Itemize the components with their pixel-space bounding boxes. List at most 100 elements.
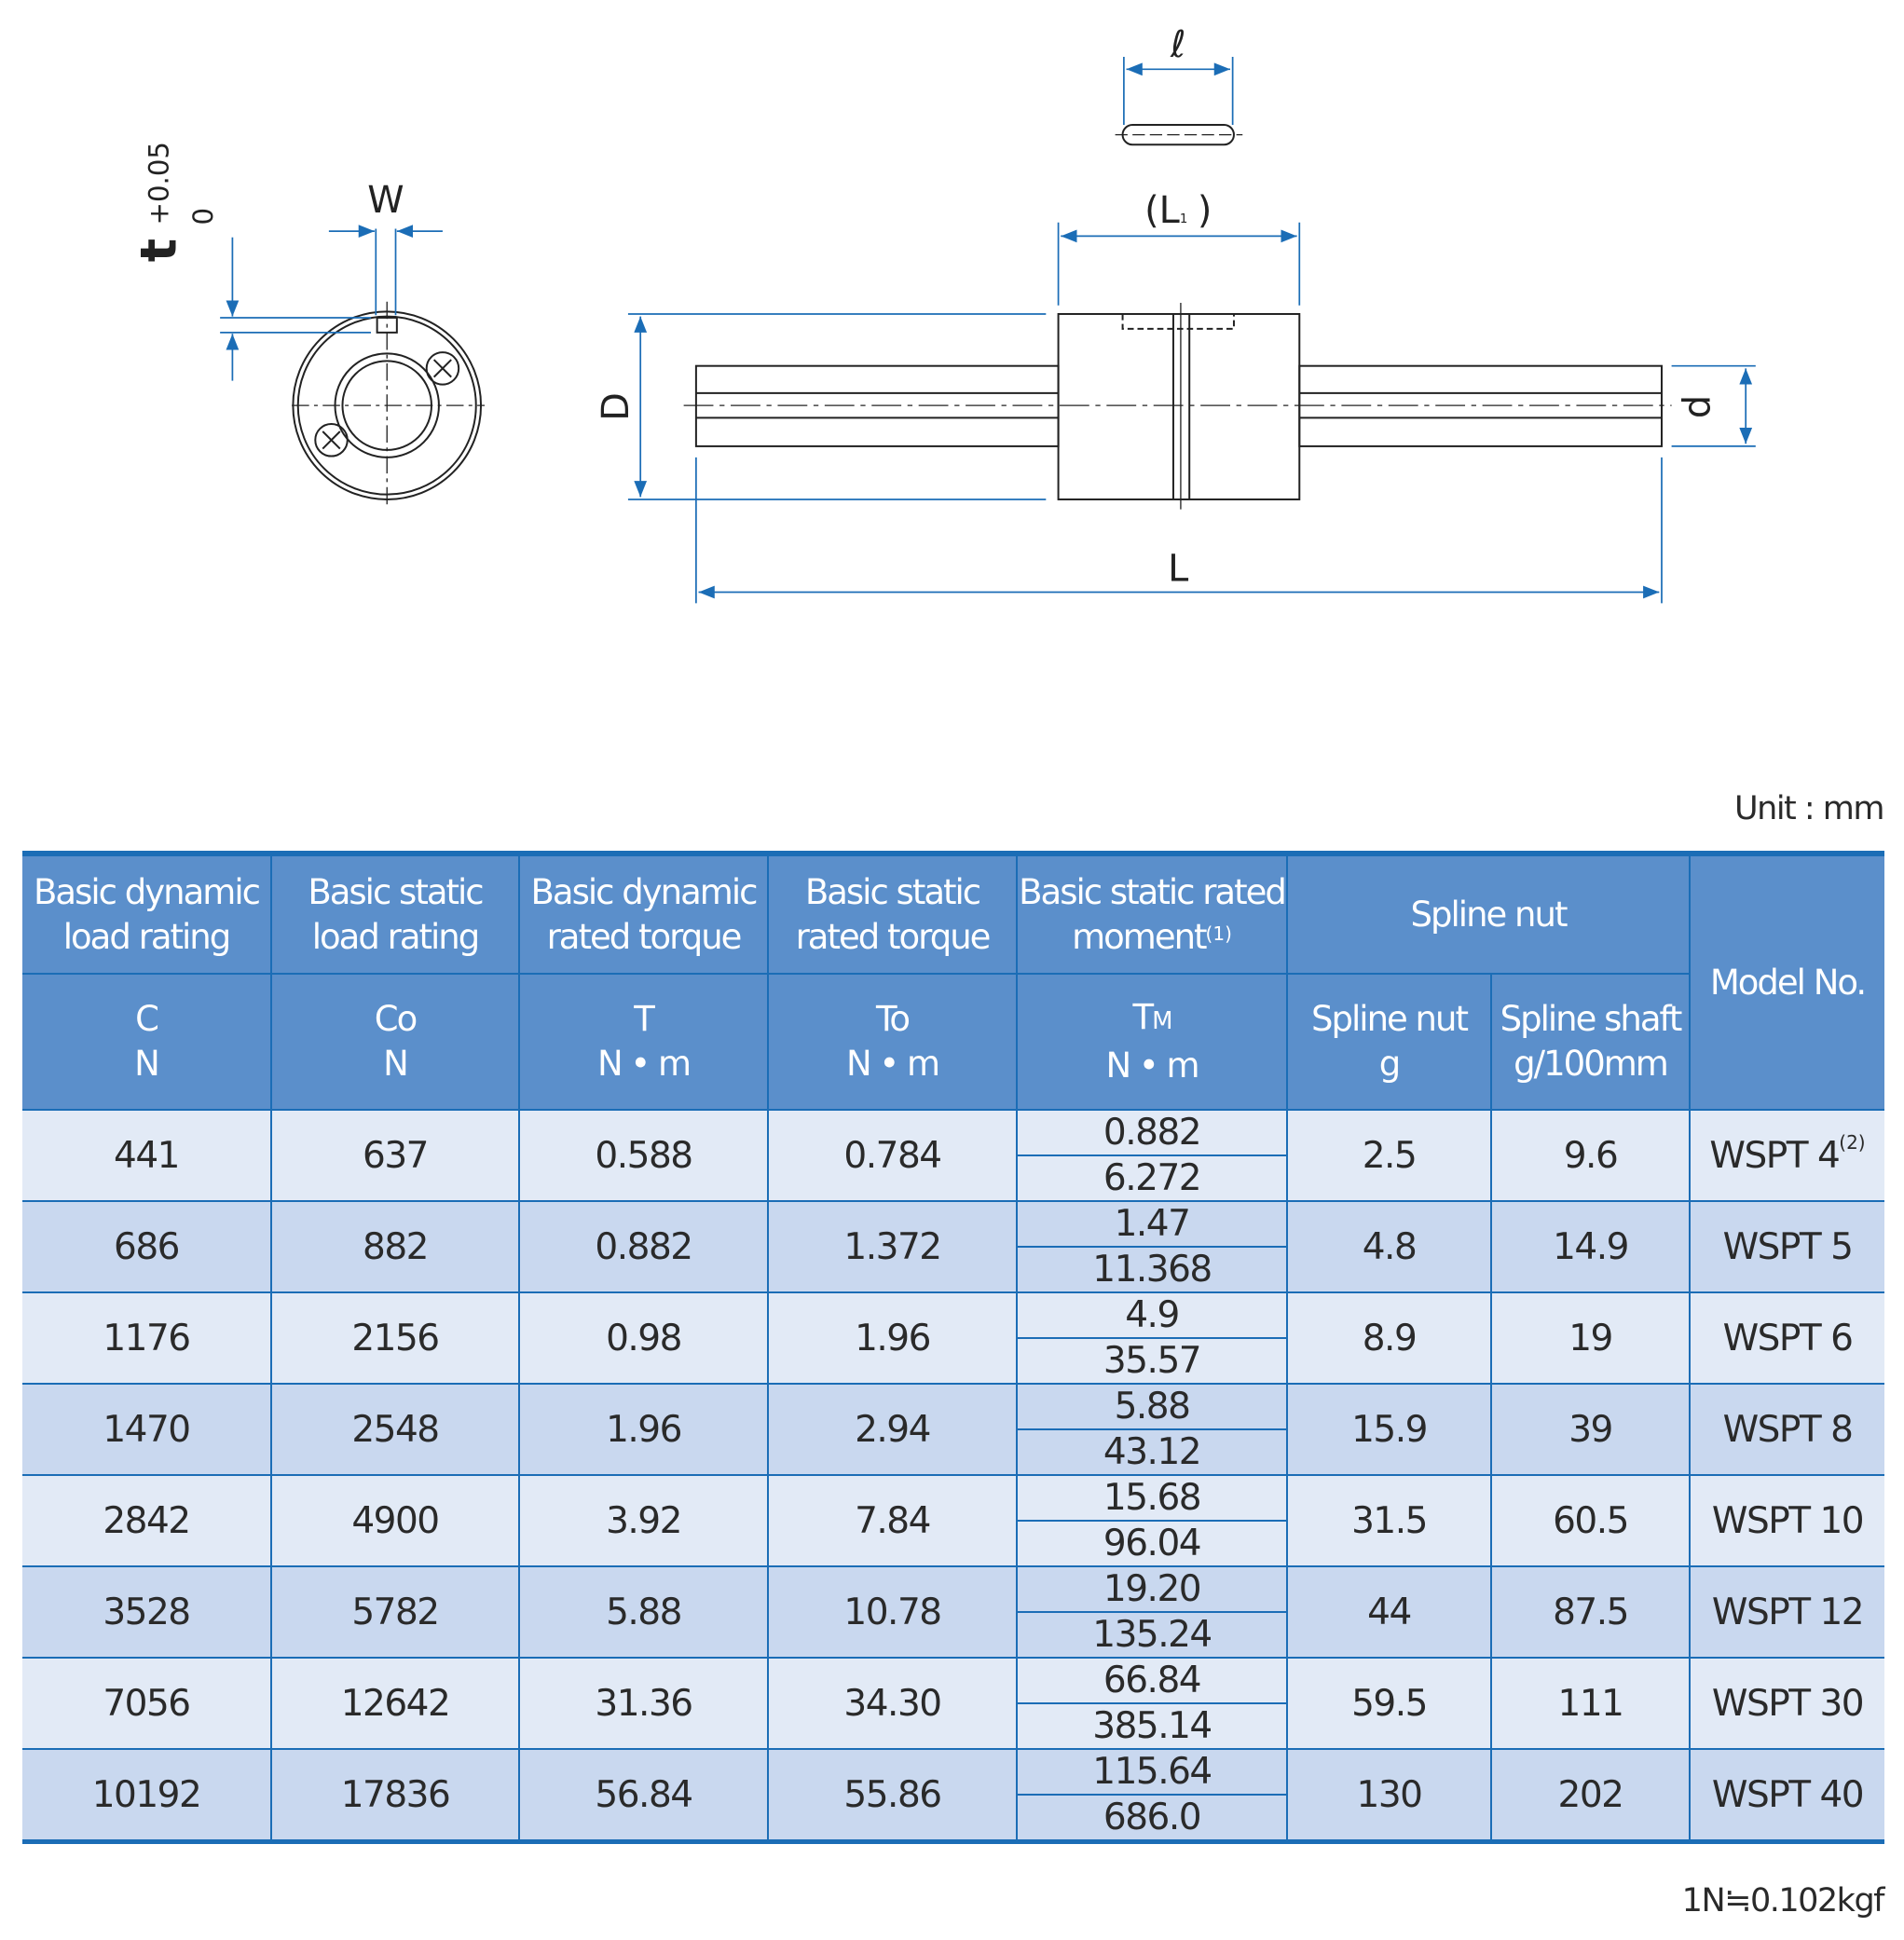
header-static-moment: Basic static rated moment(1) — [1016, 853, 1288, 975]
cell-model: WSPT 40 — [1689, 1748, 1885, 1843]
cell-t: 31.36 — [518, 1657, 769, 1750]
cell-shaft-mass: 39 — [1489, 1383, 1692, 1476]
cell-to: 1.372 — [767, 1200, 1018, 1293]
cell-t: 0.588 — [518, 1109, 769, 1202]
spec-table: Basic dynamic load rating Basic static l… — [22, 851, 1885, 1844]
cell-model: WSPT 6 — [1689, 1291, 1885, 1385]
header-dynamic-load: Basic dynamic load rating — [22, 853, 272, 975]
technical-drawing: ℓ W t +0.05 0 (L1) D d L — [130, 23, 1756, 604]
cell-to: 1.96 — [767, 1291, 1018, 1385]
cell-co: 2548 — [270, 1383, 520, 1476]
cell-co: 12642 — [270, 1657, 520, 1750]
cell-tm-single: 0.882 — [1018, 1111, 1286, 1156]
cell-shaft-mass: 9.6 — [1489, 1109, 1692, 1202]
cell-t: 5.88 — [518, 1565, 769, 1659]
cell-nut-mass: 8.9 — [1286, 1291, 1492, 1385]
cell-tm-double: 35.57 — [1103, 1340, 1202, 1382]
header-static-torque: Basic static rated torque — [767, 853, 1018, 975]
cell-to: 7.84 — [767, 1474, 1018, 1567]
end-view — [292, 301, 486, 510]
cell-c: 1176 — [22, 1291, 272, 1385]
ell-label: ℓ — [1170, 23, 1185, 66]
cell-model: WSPT 30 — [1689, 1657, 1885, 1750]
cell-tm-single: 1.47 — [1018, 1202, 1286, 1248]
cell-tm-double: 135.24 — [1092, 1614, 1212, 1656]
cell-model: WSPT 12 — [1689, 1565, 1885, 1659]
header-static-load: Basic static load rating — [270, 853, 520, 975]
cell-shaft-mass: 111 — [1489, 1657, 1692, 1750]
l-label: L — [1168, 548, 1188, 591]
cell-model: WSPT 8 — [1689, 1383, 1885, 1476]
cell-co: 882 — [270, 1200, 520, 1293]
cell-c: 686 — [22, 1200, 272, 1293]
cell-tm-single: 19.20 — [1018, 1567, 1286, 1613]
cell-model: WSPT 10 — [1689, 1474, 1885, 1567]
cell-nut-mass: 130 — [1286, 1748, 1492, 1843]
cell-shaft-mass: 19 — [1489, 1291, 1692, 1385]
cell-c: 441 — [22, 1109, 272, 1202]
dimension-lines — [220, 57, 1756, 604]
cell-tm-double: 11.368 — [1092, 1249, 1212, 1291]
cell-tm-double: 96.04 — [1103, 1523, 1202, 1564]
cell-co: 2156 — [270, 1291, 520, 1385]
t-label: t — [130, 239, 187, 262]
cell-tm-double: 6.272 — [1103, 1157, 1202, 1199]
cell-co: 637 — [270, 1109, 520, 1202]
cell-tm-single: 15.68 — [1018, 1476, 1286, 1522]
t-tolerance-upper: +0.05 — [143, 142, 174, 225]
cell-nut-mass: 59.5 — [1286, 1657, 1492, 1750]
cell-c: 3528 — [22, 1565, 272, 1659]
cell-co: 17836 — [270, 1748, 520, 1843]
cell-c: 2842 — [22, 1474, 272, 1567]
header-dynamic-torque: Basic dynamic rated torque — [518, 853, 769, 975]
cell-tm-single: 4.9 — [1018, 1293, 1286, 1339]
side-view — [683, 124, 1672, 510]
cell-co: 5782 — [270, 1565, 520, 1659]
cell-tm-double: 43.12 — [1103, 1431, 1202, 1473]
unit-conversion-note: 1N≒0.102kgf — [1681, 1882, 1885, 1920]
d-outer-label: D — [595, 392, 637, 421]
w-label: W — [367, 179, 404, 222]
cell-to: 2.94 — [767, 1383, 1018, 1476]
cell-nut-mass: 2.5 — [1286, 1109, 1492, 1202]
cell-tm-single: 66.84 — [1018, 1659, 1286, 1704]
cell-to: 55.86 — [767, 1748, 1018, 1843]
cell-t: 3.92 — [518, 1474, 769, 1567]
cell-t: 0.882 — [518, 1200, 769, 1293]
cell-model: WSPT 5 — [1689, 1200, 1885, 1293]
cell-tm-double: 385.14 — [1092, 1705, 1212, 1747]
cell-t: 56.84 — [518, 1748, 769, 1843]
cell-c: 1470 — [22, 1383, 272, 1476]
cell-shaft-mass: 87.5 — [1489, 1565, 1692, 1659]
cell-shaft-mass: 202 — [1489, 1748, 1692, 1843]
cell-shaft-mass: 14.9 — [1489, 1200, 1692, 1293]
cell-to: 10.78 — [767, 1565, 1018, 1659]
cell-shaft-mass: 60.5 — [1489, 1474, 1692, 1567]
cell-to: 34.30 — [767, 1657, 1018, 1750]
cell-c: 10192 — [22, 1748, 272, 1843]
cell-nut-mass: 4.8 — [1286, 1200, 1492, 1293]
cell-nut-mass: 31.5 — [1286, 1474, 1492, 1567]
cell-nut-mass: 15.9 — [1286, 1383, 1492, 1476]
cell-t: 0.98 — [518, 1291, 769, 1385]
